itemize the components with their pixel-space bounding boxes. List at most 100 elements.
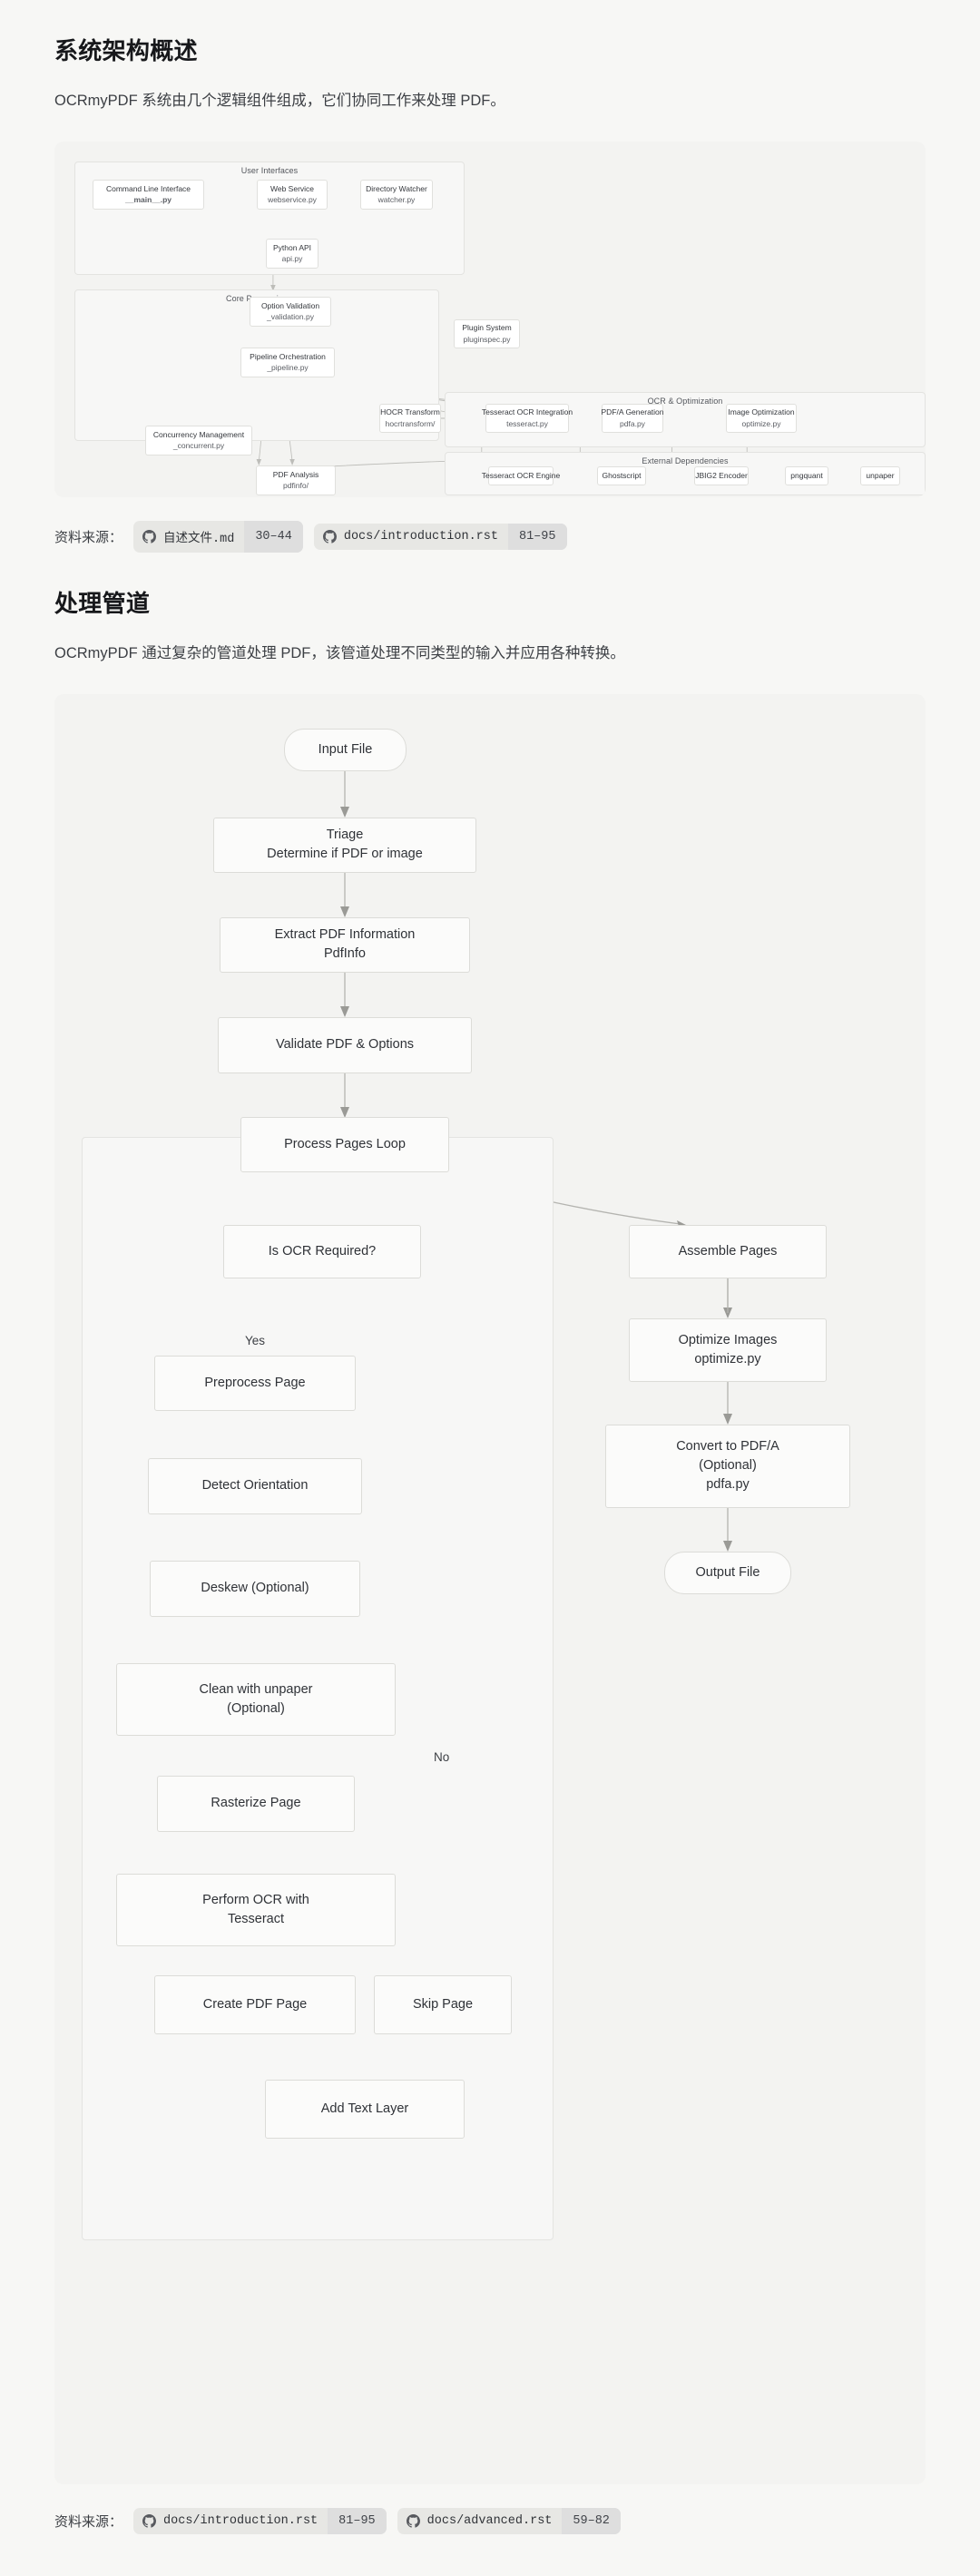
node-api-line2: api.py	[281, 254, 303, 264]
subgraph-label-external-dependencies: External Dependencies	[642, 455, 729, 465]
node-optimize-line2: optimize.py	[741, 418, 781, 428]
node-jbig2-label: JBIG2 Encoder	[695, 471, 748, 480]
fnode-optimize-line2: optimize.py	[694, 1351, 761, 1366]
page-title-architecture: 系统架构概述	[54, 37, 198, 64]
fnode-convert-line2: (Optional)	[699, 1458, 757, 1474]
node-jbig2-encoder: JBIG2 Encoder	[694, 465, 749, 485]
architecture-diagram: User Interfaces Command Line Interface _…	[54, 141, 926, 497]
node-cli-line1: Command Line Interface	[105, 183, 191, 193]
node-hocr-line2: hocrtransform/	[385, 418, 436, 428]
node-concurrent-line1: Concurrency Management	[152, 429, 245, 439]
node-validation-line1: Option Validation	[260, 300, 320, 310]
node-webservice-line1: Web Service	[270, 183, 315, 193]
fnode-process-pages-label: Process Pages Loop	[284, 1136, 406, 1151]
source-chip-advanced-lines: 59–82	[562, 2507, 621, 2534]
fnode-perform-ocr-line2: Tesseract	[227, 1911, 285, 1926]
source-chip-introduction-bottom-lines: 81–95	[328, 2507, 387, 2534]
fnode-input-file-label: Input File	[318, 741, 373, 757]
source-chip-readme[interactable]: 自述文件.md 30–44	[133, 520, 303, 553]
node-unpaper: unpaper	[860, 465, 900, 485]
pipeline-diagram: Page Processing Input File Triage Determ…	[54, 693, 926, 2484]
fnode-preprocess-label: Preprocess Page	[204, 1375, 306, 1390]
fnode-triage: Triage Determine if PDF or image	[213, 817, 476, 873]
node-pngquant: pngquant	[785, 465, 828, 485]
node-tesseract-ocr-engine: Tesseract OCR Engine	[482, 465, 560, 485]
fnode-validate-label: Validate PDF & Options	[275, 1037, 415, 1053]
source-chip-readme-file: 自述文件.md	[163, 532, 235, 546]
fnode-create-pdf-page: Create PDF Page	[154, 1974, 356, 2034]
node-unpaper-label: unpaper	[866, 471, 895, 480]
node-pdfa-line1: PDF/A Generation	[601, 407, 664, 417]
subgraph-label-user-interfaces: User Interfaces	[240, 165, 299, 175]
fnode-triage-line2: Determine if PDF or image	[267, 847, 423, 862]
fnode-output-file: Output File	[664, 1551, 791, 1594]
node-tesseract-line1: Tesseract OCR Integration	[481, 407, 573, 417]
fnode-convert-to-pdfa: Convert to PDF/A (Optional) pdfa.py	[605, 1424, 850, 1508]
fnode-rasterize-page: Rasterize Page	[157, 1775, 355, 1832]
node-pdfinfo-line1: PDF Analysis	[272, 469, 319, 479]
subgraph-ocr-optimization: OCR & Optimization	[445, 391, 926, 447]
node-image-optimization: Image Optimization optimize.py	[726, 403, 797, 433]
fnode-output-file-label: Output File	[695, 1564, 760, 1580]
fnode-clean-with-unpaper: Clean with unpaper (Optional)	[116, 1662, 396, 1736]
node-hocr-line1: HOCR Transform	[380, 407, 440, 417]
fnode-process-pages-loop: Process Pages Loop	[240, 1116, 449, 1172]
page-title-pipeline: 处理管道	[54, 589, 151, 617]
source-chip-introduction-file: docs/introduction.rst	[343, 529, 498, 544]
node-web-service: Web Service webservice.py	[257, 179, 328, 210]
fnode-validate-pdf-options: Validate PDF & Options	[218, 1016, 472, 1073]
fnode-skip-page: Skip Page	[374, 1974, 512, 2034]
fnode-add-text-layer-label: Add Text Layer	[320, 2101, 409, 2116]
github-icon	[322, 529, 337, 544]
fnode-preprocess-page: Preprocess Page	[154, 1355, 356, 1411]
source-chip-advanced[interactable]: docs/advanced.rst 59–82	[397, 2507, 621, 2534]
github-icon	[142, 2513, 157, 2528]
fnode-create-pdf-page-label: Create PDF Page	[202, 1996, 308, 2012]
node-directory-watcher: Directory Watcher watcher.py	[360, 179, 433, 210]
fnode-extract-pdf-information: Extract PDF Information PdfInfo	[220, 916, 470, 973]
fnode-detect-orientation: Detect Orientation	[148, 1457, 362, 1514]
github-icon	[406, 2513, 420, 2528]
fnode-skip-page-label: Skip Page	[412, 1996, 474, 2012]
node-pdfa-generation: PDF/A Generation pdfa.py	[601, 403, 664, 433]
source-row-top: 资料来源： 自述文件.md 30–44 docs/introduction.rs…	[54, 520, 926, 553]
node-pipeline-line1: Pipeline Orchestration	[250, 351, 326, 361]
node-tesseract-engine-label: Tesseract OCR Engine	[481, 471, 561, 480]
node-validation-line2: _validation.py	[267, 312, 314, 322]
architecture-description: OCRmyPDF 系统由几个逻辑组件组成，它们协同工作来处理 PDF。	[54, 93, 505, 109]
fnode-clean-line1: Clean with unpaper	[199, 1681, 313, 1697]
fnode-assemble-pages-label: Assemble Pages	[678, 1243, 778, 1259]
fnode-optimize-images: Optimize Images optimize.py	[629, 1317, 827, 1382]
node-pipeline-orchestration: Pipeline Orchestration _pipeline.py	[240, 347, 335, 377]
node-command-line-interface: Command Line Interface __main__.py	[93, 179, 204, 210]
github-icon	[142, 529, 157, 544]
node-pdfa-line2: pdfa.py	[620, 418, 645, 428]
node-watcher-line2: watcher.py	[377, 195, 416, 205]
node-api-line1: Python API	[272, 242, 312, 252]
pipeline-description: OCRmyPDF 通过复杂的管道处理 PDF，该管道处理不同类型的输入并应用各种…	[54, 644, 625, 661]
fnode-deskew-optional: Deskew (Optional)	[150, 1560, 360, 1617]
node-ghostscript: Ghostscript	[597, 465, 646, 485]
node-pdf-analysis: PDF Analysis pdfinfo/	[256, 465, 336, 495]
node-pipeline-line2: _pipeline.py	[267, 363, 309, 373]
source-label-bottom: 资料来源：	[54, 2513, 123, 2530]
node-pngquant-label: pngquant	[790, 471, 823, 480]
fnode-deskew-label: Deskew (Optional)	[201, 1581, 309, 1596]
subgraph-label-ocr-optimization: OCR & Optimization	[647, 396, 723, 406]
source-row-bottom: 资料来源： docs/introduction.rst 81–95 docs/a…	[54, 2507, 926, 2534]
fnode-triage-line1: Triage	[326, 828, 364, 843]
fnode-extract-line2: PdfInfo	[324, 946, 366, 962]
source-chip-introduction[interactable]: docs/introduction.rst 81–95	[313, 523, 567, 550]
node-plugin-line1: Plugin System	[462, 323, 512, 333]
pipeline-flow: Page Processing Input File Triage Determ…	[54, 714, 926, 2461]
fnode-extract-line1: Extract PDF Information	[274, 927, 416, 943]
fnode-input-file: Input File	[284, 728, 407, 771]
fnode-optimize-line1: Optimize Images	[678, 1332, 778, 1347]
source-chip-introduction-bottom[interactable]: docs/introduction.rst 81–95	[133, 2507, 387, 2534]
node-tesseract-integration: Tesseract OCR Integration tesseract.py	[482, 403, 573, 433]
node-cli-line2: __main__.py	[124, 195, 172, 205]
fnode-detect-orientation-label: Detect Orientation	[201, 1478, 309, 1494]
node-concurrent-line2: _concurrent.py	[172, 441, 225, 451]
node-webservice-line2: webservice.py	[268, 195, 317, 205]
edge-label-no: No	[434, 1749, 450, 1764]
